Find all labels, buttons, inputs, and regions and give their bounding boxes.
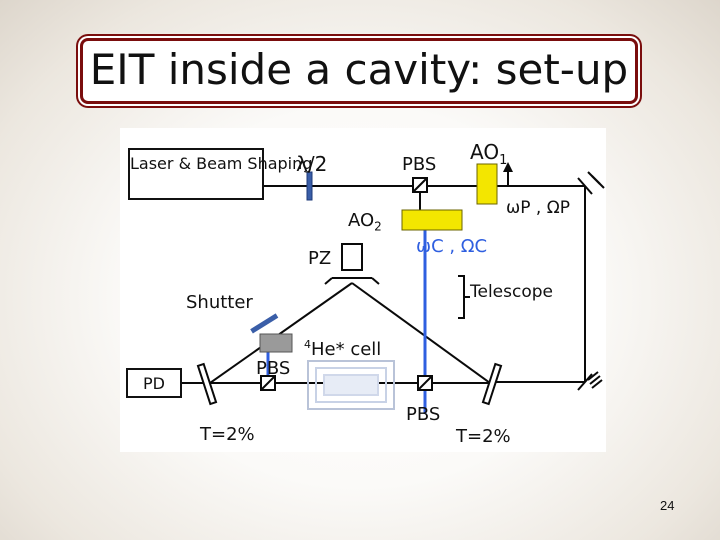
coupling-label: ωC , ΩC <box>416 236 488 257</box>
telescope-label: Telescope <box>470 282 553 302</box>
telescope-bracket <box>458 275 465 319</box>
half-wave-plate <box>306 171 313 201</box>
optical-layout <box>140 162 605 414</box>
t-right-label: T=2% <box>456 426 511 447</box>
shutter-block <box>259 333 293 353</box>
pd-label: PD <box>143 374 165 393</box>
mirror-left <box>196 362 218 406</box>
cavity-right-arm <box>351 282 491 384</box>
t-left-label: T=2% <box>200 424 255 445</box>
ao2-text: AO <box>348 210 375 231</box>
pbs-left-label: PBS <box>256 358 291 379</box>
pbs-bottom-label: PBS <box>406 404 441 425</box>
page-number: 24 <box>660 498 675 513</box>
ao2-modulator <box>401 209 463 231</box>
ao2-sub: 2 <box>374 219 382 234</box>
laser-label: Laser & Beam Shaping <box>130 154 313 173</box>
pd-box: PD <box>126 368 182 398</box>
pbs-top-label: PBS <box>402 154 437 175</box>
probe-arrow <box>503 162 513 186</box>
cell-label: 4He* cell <box>304 338 381 360</box>
setup-diagram: Laser & Beam Shaping λ/2 PBS AO1 ωP , ΩP… <box>120 128 606 452</box>
cell-sup: 4 <box>304 338 311 351</box>
turning-mirrors <box>577 171 605 391</box>
ao1-label: AO1 <box>470 140 507 168</box>
shutter-label: Shutter <box>186 292 253 313</box>
ao1-text: AO <box>470 140 500 164</box>
ao1-sub: 1 <box>499 153 508 168</box>
mirror-right <box>481 362 503 406</box>
slide-title: EIT inside a cavity: set-up <box>89 45 629 94</box>
title-frame: EIT inside a cavity: set-up <box>80 38 638 104</box>
shutter-blade <box>250 313 279 334</box>
cavity-left-arm <box>209 282 353 384</box>
cell-text: He* cell <box>311 339 382 360</box>
ao1-modulator <box>476 163 498 205</box>
pz-actuator <box>341 243 363 271</box>
probe-label: ωP , ΩP <box>506 198 570 218</box>
half-wave-label: λ/2 <box>296 152 328 176</box>
pz-label: PZ <box>308 248 332 269</box>
he-cell <box>307 360 395 410</box>
cavity-mirrors <box>196 277 503 406</box>
pbs-cubes <box>260 177 433 391</box>
ao2-label: AO2 <box>348 210 382 234</box>
laser-box: Laser & Beam Shaping <box>128 148 313 200</box>
